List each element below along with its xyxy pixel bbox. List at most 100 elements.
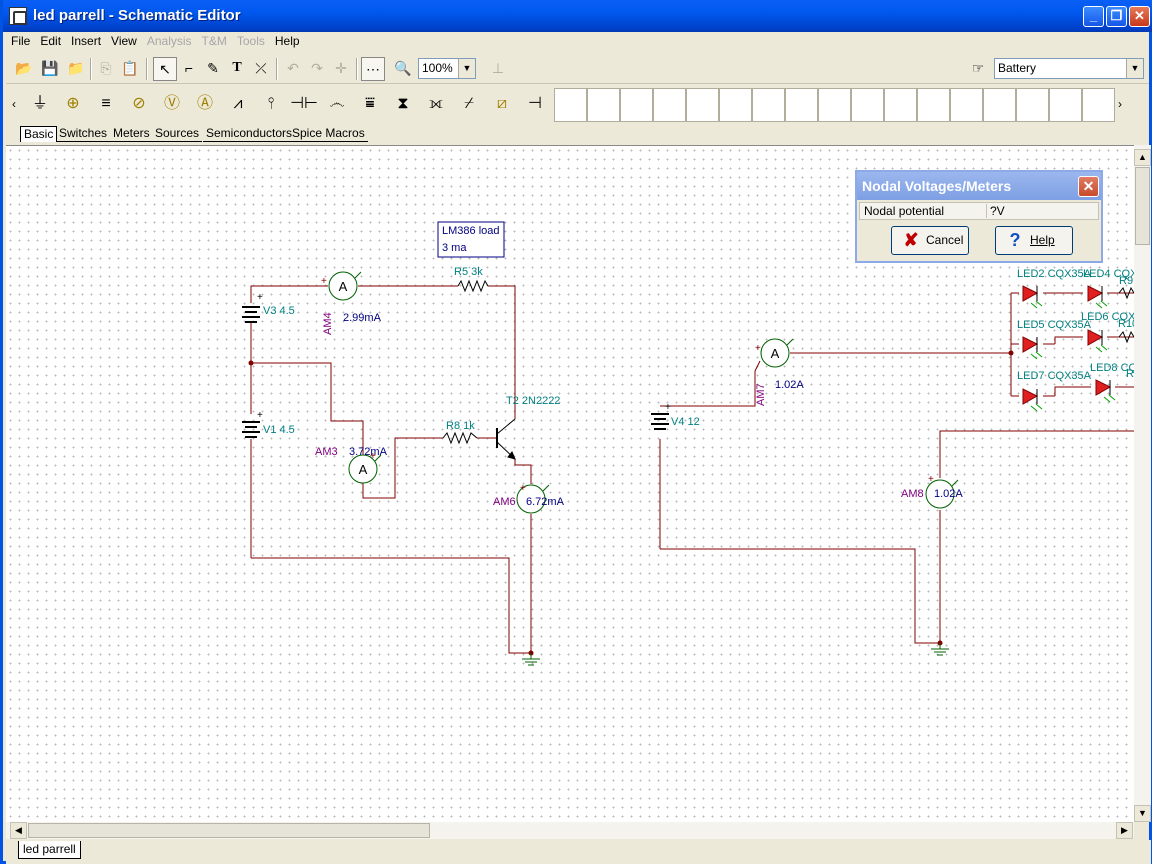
- schematic-svg[interactable]: A A A: [6, 146, 1134, 822]
- select-arrow-icon[interactable]: ↖: [153, 57, 177, 81]
- menu-tm[interactable]: T&M: [201, 34, 227, 48]
- palette-empty-slot[interactable]: [785, 88, 818, 122]
- place-component-icon[interactable]: ☞: [971, 60, 985, 76]
- minimize-button[interactable]: _: [1083, 6, 1104, 27]
- palette-empty-slot[interactable]: [818, 88, 851, 122]
- note-box[interactable]: [437, 221, 505, 258]
- palette-empty-slot[interactable]: [620, 88, 653, 122]
- ammeter-am6[interactable]: [516, 484, 550, 514]
- palette-scroll-left-icon[interactable]: ‹: [12, 97, 16, 111]
- scroll-right-icon[interactable]: ▶: [1116, 822, 1133, 839]
- tab-sources[interactable]: Sources: [152, 126, 203, 142]
- resistor-r10[interactable]: [1118, 330, 1134, 344]
- dialog-close-icon[interactable]: ✕: [1078, 176, 1099, 197]
- terminal-icon[interactable]: ⊣: [528, 95, 542, 112]
- battery-icon[interactable]: ≡: [101, 95, 111, 112]
- grid-icon[interactable]: ⋯: [361, 57, 385, 81]
- palette-empty-slot[interactable]: [851, 88, 884, 122]
- tab-basic[interactable]: Basic: [20, 126, 58, 142]
- menu-tools[interactable]: Tools: [236, 34, 265, 48]
- title-bar[interactable]: led parrell - Schematic Editor _ ❐ ✕: [3, 0, 1152, 32]
- restore-button[interactable]: ❐: [1106, 6, 1127, 27]
- led-led5[interactable]: [1022, 336, 1043, 360]
- led-led2[interactable]: [1022, 285, 1043, 309]
- scroll-up-icon[interactable]: ▲: [1134, 149, 1151, 166]
- pencil-icon[interactable]: ✎: [207, 60, 219, 76]
- battery-v1[interactable]: [242, 421, 260, 438]
- close-button[interactable]: ✕: [1129, 6, 1150, 27]
- resistor-icon[interactable]: ⩘: [233, 95, 243, 112]
- menu-help[interactable]: Help: [274, 34, 300, 48]
- palette-empty-slot[interactable]: [587, 88, 620, 122]
- tab-semiconductors[interactable]: Semiconductors: [203, 126, 296, 142]
- transformer2-icon[interactable]: ⟗: [429, 95, 443, 112]
- menu-view[interactable]: View: [111, 34, 137, 48]
- ammeter-am7[interactable]: A: [760, 338, 794, 368]
- menu-file[interactable]: File: [11, 34, 31, 48]
- inductor-icon[interactable]: ෴: [329, 95, 345, 112]
- chevron-down-icon[interactable]: ▼: [1126, 59, 1143, 78]
- switch-icon[interactable]: ⌿: [464, 95, 474, 112]
- voltmeter-icon[interactable]: Ⓥ: [163, 95, 180, 112]
- tab-meters[interactable]: Meters: [110, 126, 153, 142]
- horizontal-scrollbar[interactable]: ◀ ▶: [6, 822, 1134, 839]
- palette-empty-slot[interactable]: [1016, 88, 1049, 122]
- palette-empty-slot[interactable]: [950, 88, 983, 122]
- palette-empty-slot[interactable]: [1082, 88, 1115, 122]
- palette-empty-slot[interactable]: [983, 88, 1016, 122]
- component-select[interactable]: Battery ▼: [994, 58, 1144, 79]
- chevron-down-icon[interactable]: ▼: [458, 59, 475, 78]
- ammeter-am8[interactable]: [925, 479, 959, 509]
- delete-wire-icon[interactable]: ⤫: [255, 60, 267, 76]
- tab-switches[interactable]: Switches: [56, 126, 111, 142]
- palette-empty-slot[interactable]: [1049, 88, 1082, 122]
- crosshair-icon[interactable]: ✛: [335, 60, 347, 76]
- ammeter-icon[interactable]: Ⓐ: [196, 95, 213, 112]
- voltage-source-icon[interactable]: ⊕: [66, 95, 80, 112]
- capacitor-icon[interactable]: ⊣⊢: [290, 95, 318, 112]
- scroll-down-icon[interactable]: ▼: [1134, 805, 1151, 822]
- help-button[interactable]: ?Help: [995, 226, 1073, 255]
- potentiometer-icon[interactable]: ⫯: [267, 95, 275, 112]
- resistor-r5[interactable]: [457, 279, 489, 293]
- cancel-button[interactable]: ✘Cancel: [891, 226, 969, 255]
- open-folder-icon[interactable]: 📁: [67, 60, 85, 76]
- vertical-scroll-thumb[interactable]: [1135, 167, 1150, 245]
- varistor-icon[interactable]: ⧄: [496, 95, 508, 112]
- resistor-r8[interactable]: [442, 431, 478, 445]
- palette-empty-slot[interactable]: [554, 88, 587, 122]
- palette-empty-slot[interactable]: [884, 88, 917, 122]
- tab-spice-macros[interactable]: Spice Macros: [289, 126, 368, 142]
- redo-icon[interactable]: ↷: [311, 60, 323, 76]
- vertical-scrollbar[interactable]: ▲ ▼: [1134, 145, 1151, 822]
- open-icon[interactable]: 📂: [15, 60, 33, 76]
- ground-icon[interactable]: ⏚: [31, 95, 48, 112]
- undo-icon[interactable]: ↶: [287, 60, 299, 76]
- transistor-t2[interactable]: [496, 418, 516, 460]
- scroll-left-icon[interactable]: ◀: [10, 822, 27, 839]
- palette-empty-slot[interactable]: [917, 88, 950, 122]
- resistor-r9[interactable]: [1118, 286, 1134, 300]
- text-icon[interactable]: T: [232, 60, 242, 75]
- menu-edit[interactable]: Edit: [40, 34, 62, 48]
- battery-v3[interactable]: [242, 306, 260, 323]
- menu-insert[interactable]: Insert: [71, 34, 102, 48]
- transformer-icon[interactable]: ⧗: [397, 95, 409, 112]
- save-icon[interactable]: 💾: [41, 60, 59, 76]
- menu-analysis[interactable]: Analysis: [146, 34, 192, 48]
- app-icon[interactable]: [9, 7, 27, 25]
- zoom-icon[interactable]: 🔍: [394, 60, 412, 76]
- led-led4[interactable]: [1087, 285, 1108, 309]
- horizontal-scroll-thumb[interactable]: [28, 823, 430, 838]
- led-led6[interactable]: [1087, 329, 1108, 353]
- ammeter-am3[interactable]: A: [348, 454, 382, 484]
- ammeter-am4[interactable]: A: [328, 271, 362, 301]
- probe-icon[interactable]: ⊥: [491, 60, 505, 76]
- copy-icon[interactable]: ⎘: [100, 60, 112, 76]
- palette-empty-slot[interactable]: [653, 88, 686, 122]
- led-led7[interactable]: [1022, 388, 1043, 412]
- core-inductor-icon[interactable]: ⩸: [365, 95, 375, 112]
- palette-empty-slot[interactable]: [719, 88, 752, 122]
- palette-scroll-right-icon[interactable]: ›: [1118, 97, 1122, 111]
- dialog-title-bar[interactable]: Nodal Voltages/Meters ✕: [857, 172, 1101, 200]
